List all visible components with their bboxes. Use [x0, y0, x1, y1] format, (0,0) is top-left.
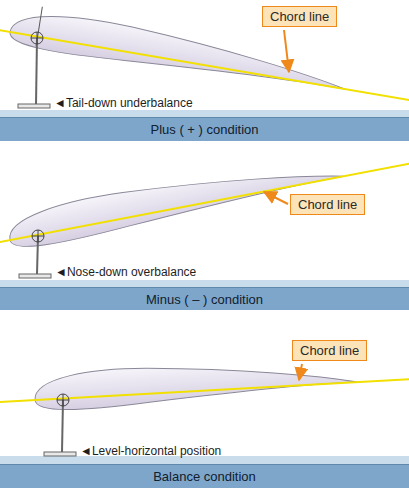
- chord-line: [0, 98, 409, 288]
- condition-label: ◄Tail-down underbalance: [54, 96, 193, 110]
- callout-box: Chord line: [290, 194, 365, 215]
- balance-stand: [18, 32, 50, 108]
- airfoil: [0, 330, 409, 426]
- node-text: Chord line: [300, 343, 359, 358]
- node-text: Minus ( – ) condition: [146, 292, 263, 307]
- condition-band: Minus ( – ) condition: [0, 287, 409, 310]
- node-text: Chord line: [270, 9, 329, 24]
- balance-stand: [44, 394, 76, 456]
- airfoil: [0, 76, 409, 292]
- node-text: Balance condition: [153, 469, 256, 484]
- leader-arrow: [264, 192, 288, 204]
- leader-arrow: [299, 364, 302, 380]
- condition-label: ◄Nose-down overbalance: [55, 265, 196, 279]
- condition-band: Plus ( + ) condition: [0, 117, 409, 141]
- condition-band: Balance condition: [0, 464, 409, 488]
- callout-box: Chord line: [292, 340, 367, 361]
- node-text: Plus ( + ) condition: [150, 122, 258, 137]
- node-text: Chord line: [298, 197, 357, 212]
- airfoil: [0, 0, 409, 154]
- leader-arrow: [284, 30, 289, 72]
- chord-line: [0, 0, 409, 150]
- condition-label: ◄Level-horizontal position: [80, 444, 221, 458]
- chord-line: [0, 352, 409, 421]
- callout-box: Chord line: [262, 6, 337, 27]
- balance-stand: [19, 230, 51, 278]
